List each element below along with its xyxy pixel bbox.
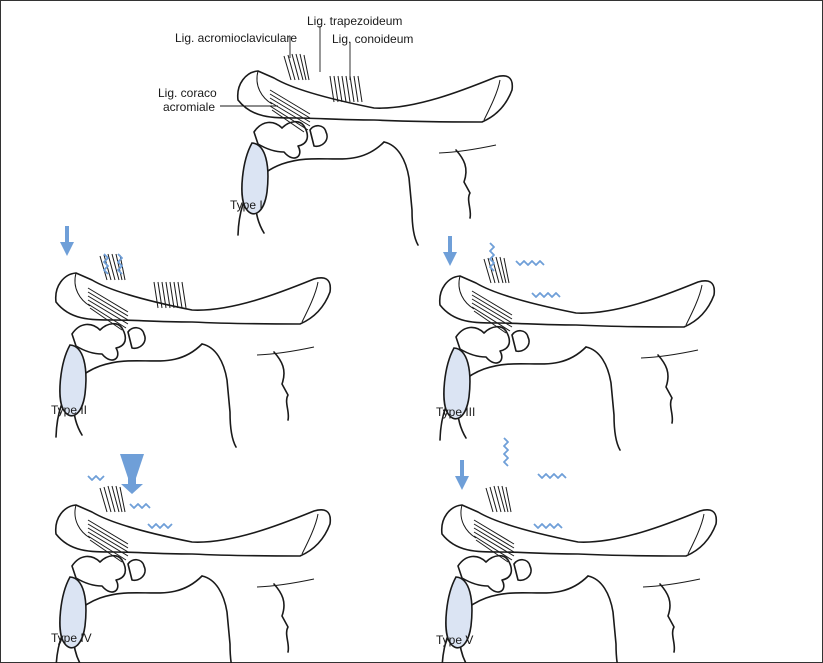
panel-type-ii	[54, 253, 332, 448]
panel-title-type-i: Type I	[230, 198, 263, 212]
panel-type-v	[440, 437, 718, 663]
label-lig-trapezoideum: Lig. trapezoideum	[307, 14, 402, 28]
panel-type-i	[220, 26, 514, 246]
panel-title-type-v: Type V	[436, 633, 473, 647]
panel-type-iii	[438, 242, 716, 451]
arrow-type-iii	[443, 236, 457, 266]
panel-title-type-iv: Type IV	[51, 631, 92, 645]
arrow-type-iv	[120, 454, 144, 494]
label-lig-coraco-line2: acromiale	[163, 100, 215, 114]
arrow-type-v	[455, 460, 469, 490]
panel-type-iv	[54, 475, 332, 663]
arrow-type-ii	[60, 226, 74, 256]
panel-title-type-ii: Type II	[51, 403, 87, 417]
label-lig-coraco-line1: Lig. coraco	[158, 86, 217, 100]
panel-title-type-iii: Type III	[436, 405, 475, 419]
label-lig-conoideum: Lig. conoideum	[332, 32, 413, 46]
label-lig-acromioclaviculare: Lig. acromioclaviculare	[175, 31, 297, 45]
